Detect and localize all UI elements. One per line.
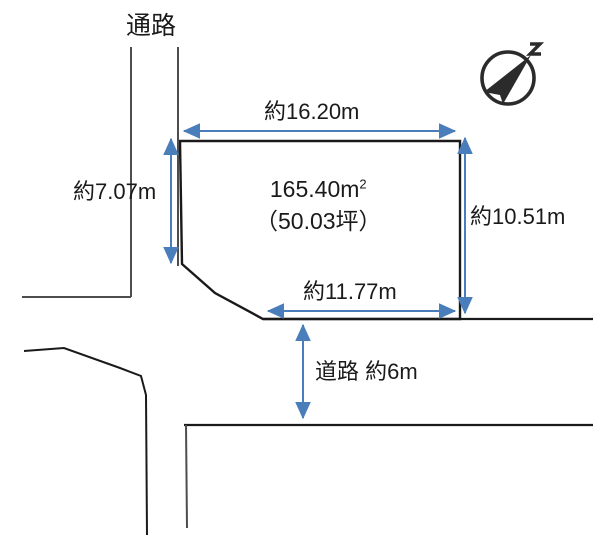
compass-north-letter [525,42,545,56]
road-edges [23,317,593,536]
parcel-area-block: 165.40m2 （50.03坪） [255,176,382,235]
cross-street-east-edge [185,424,188,529]
area-square-meters: 165.40m2 [255,176,382,203]
north-arrow-icon [480,42,545,106]
area-tsubo: （50.03坪） [255,207,382,234]
left-dimension-label: 約7.07m [73,179,157,204]
road-width-label: 道路 約6m [315,359,418,384]
passage-corridor [22,47,179,298]
bottom-dimension-label: 約11.77m [303,279,397,304]
compass-circle [480,50,536,106]
dimension-arrows [163,123,473,420]
top-dimension-label: 約16.20m [264,99,360,124]
area-sqm-value: 165.40 [269,176,341,202]
passage-label: 通路 [126,12,177,40]
right-dimension-label: 約10.51m [470,204,566,229]
area-sqm-unit: m [340,176,360,202]
cross-street-west-edge [23,346,148,536]
compass-needle [484,55,531,104]
area-sqm-exponent: 2 [359,176,367,192]
